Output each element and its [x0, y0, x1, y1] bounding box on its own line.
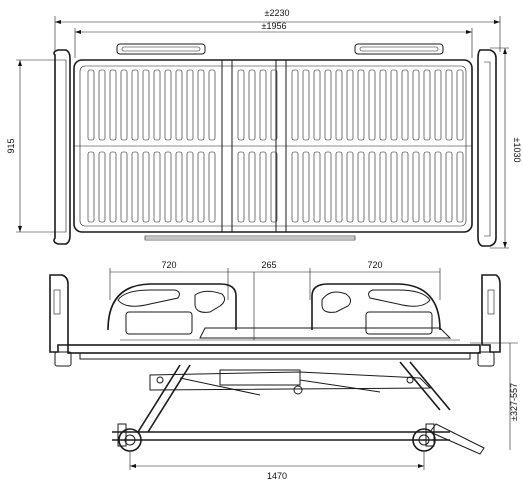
- slat: [248, 151, 256, 223]
- slat: [248, 69, 256, 141]
- slat: [368, 69, 376, 141]
- slat: [434, 151, 442, 223]
- dim-height-range: ±327-557: [470, 342, 519, 450]
- slat: [324, 151, 332, 223]
- slat: [142, 69, 150, 141]
- side-view: 720 265 720: [49, 260, 519, 481]
- side-rail-top-right: [354, 43, 444, 55]
- slat: [302, 151, 310, 223]
- caster-right: [412, 428, 436, 452]
- slat: [270, 151, 278, 223]
- slat: [401, 151, 409, 223]
- slat: [87, 151, 95, 223]
- slat: [237, 69, 245, 141]
- headboard-side: [49, 274, 72, 367]
- slat: [423, 69, 431, 141]
- slat: [434, 69, 442, 141]
- slat: [175, 69, 183, 141]
- headboard-top: [53, 49, 71, 245]
- slat: [412, 69, 420, 141]
- slat: [197, 69, 205, 141]
- slat: [379, 69, 387, 141]
- slat: [291, 69, 299, 141]
- slat: [335, 69, 343, 141]
- slat: [423, 151, 431, 223]
- slat: [335, 151, 343, 223]
- dim-rail-spacing: 720 265 720: [109, 260, 441, 340]
- slat: [346, 69, 354, 141]
- slat: [259, 151, 267, 223]
- slat: [456, 69, 464, 141]
- mattress-slats: [87, 69, 464, 223]
- slat: [291, 151, 299, 223]
- slat: [153, 151, 161, 223]
- side-rail-top-left: [116, 43, 206, 55]
- dim-platform-length-label: ±1956: [262, 21, 287, 31]
- slat: [445, 69, 453, 141]
- dim-inner-width-label: 915: [6, 138, 16, 153]
- slat: [412, 151, 420, 223]
- slat: [98, 69, 106, 141]
- slat: [357, 69, 365, 141]
- bed-frame-side: [67, 327, 481, 360]
- dim-wheelbase-label: 1470: [267, 471, 287, 481]
- slat: [98, 151, 106, 223]
- slat: [109, 151, 117, 223]
- section-dividers: [74, 60, 472, 232]
- dim-rail-left-label: 720: [161, 260, 176, 270]
- slat: [368, 151, 376, 223]
- slat: [164, 69, 172, 141]
- dim-overall-width-label: ±1030: [512, 138, 522, 163]
- slat: [87, 69, 95, 141]
- slat: [379, 151, 387, 223]
- footboard-side: [477, 274, 501, 367]
- slat: [346, 151, 354, 223]
- slat: [208, 151, 216, 223]
- slat: [131, 151, 139, 223]
- dim-rail-gap-label: 265: [261, 260, 276, 270]
- dim-rail-right-label: 720: [367, 260, 382, 270]
- slat: [270, 69, 278, 141]
- extension-rod: [144, 235, 356, 241]
- dim-height-range-label: ±327-557: [509, 383, 519, 421]
- caster-left: [118, 428, 142, 452]
- dim-overall-width: ±1030: [490, 47, 522, 249]
- lift-mechanism: [112, 361, 485, 455]
- slat: [313, 69, 321, 141]
- slat: [456, 151, 464, 223]
- slat: [313, 151, 321, 223]
- dim-inner-width: 915: [6, 59, 60, 233]
- top-view: ±2230 ±1956 915 ±1030: [6, 8, 522, 249]
- dim-platform-length: ±1956: [74, 21, 473, 58]
- slat: [109, 69, 117, 141]
- slat: [153, 69, 161, 141]
- dim-wheelbase: 1470: [129, 452, 425, 481]
- slat: [390, 151, 398, 223]
- slat: [208, 69, 216, 141]
- slat: [120, 69, 128, 141]
- slat: [120, 151, 128, 223]
- dim-overall-length-label: ±2230: [265, 8, 290, 18]
- side-rail-profile-right: [311, 283, 441, 335]
- slat: [401, 69, 409, 141]
- slat: [131, 69, 139, 141]
- slat: [237, 151, 245, 223]
- slat: [259, 69, 267, 141]
- slat: [164, 151, 172, 223]
- slat: [186, 69, 194, 141]
- dim-overall-length: ±2230: [54, 8, 501, 52]
- slat: [142, 151, 150, 223]
- slat: [197, 151, 205, 223]
- slat: [175, 151, 183, 223]
- footboard-top: [477, 49, 497, 247]
- slat: [390, 69, 398, 141]
- slat: [324, 69, 332, 141]
- slat: [186, 151, 194, 223]
- slat: [302, 69, 310, 141]
- slat: [357, 151, 365, 223]
- slat: [445, 151, 453, 223]
- side-rail-profile-left: [107, 283, 237, 335]
